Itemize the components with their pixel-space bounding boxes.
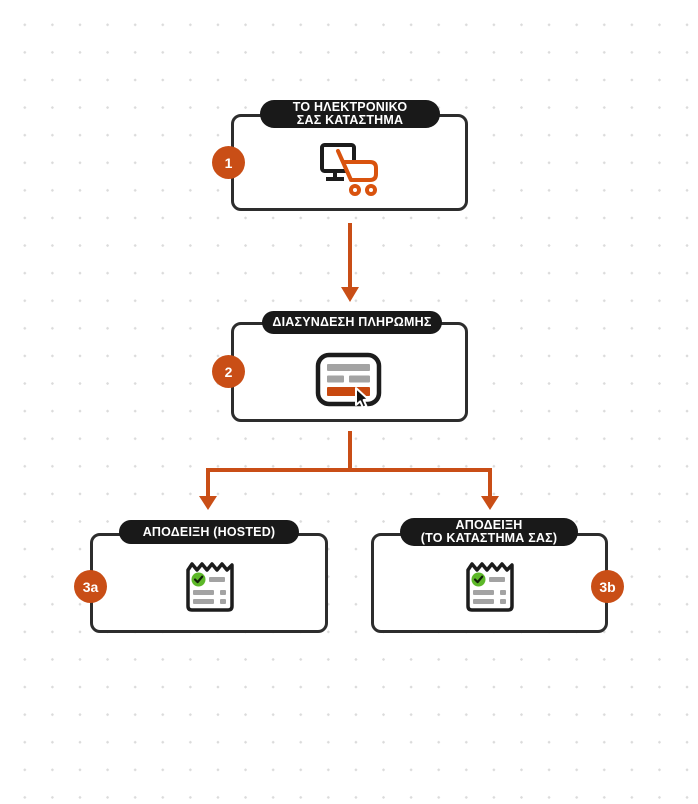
label-line-2: ΣΑΣ ΚΑΤΑΣΤΗΜΑ: [296, 113, 404, 127]
label-line-2: (ΤΟ ΚΑΤΑΣΤΗΜΑ ΣΑΣ): [420, 531, 558, 545]
node-online-store-label: ΤΟ ΗΛΕΚΤΡΟΝΙΚΟ ΣΑΣ ΚΑΤΑΣΤΗΜΑ: [260, 100, 440, 128]
step-badge-3a: 3a: [74, 570, 107, 603]
arrowhead-step2: [341, 287, 359, 302]
arrowhead-step3a: [199, 496, 217, 510]
step-badge-3b: 3b: [591, 570, 624, 603]
node-receipt-your-store-label: ΑΠΟΔΕΙΞΗ (ΤΟ ΚΑΤΑΣΤΗΜΑ ΣΑΣ): [400, 518, 578, 546]
arrowhead-step3b: [481, 496, 499, 510]
payment-form-cursor-icon: [315, 352, 382, 409]
label-line-1: ΔΙΑΣΥΝΔΕΣΗ ΠΛΗΡΩΜΗΣ: [272, 315, 432, 329]
receipt-check-icon: [186, 562, 234, 612]
step-badge-1: 1: [212, 146, 245, 179]
step-badge-2: 2: [212, 355, 245, 388]
node-payment-gateway-label: ΔΙΑΣΥΝΔΕΣΗ ΠΛΗΡΩΜΗΣ: [262, 311, 442, 334]
monitor-shopping-cart-icon: [320, 143, 378, 196]
label-line-1: ΑΠΟΔΕΙΞΗ: [455, 518, 523, 532]
receipt-check-icon: [466, 562, 514, 612]
node-receipt-hosted-label: ΑΠΟΔΕΙΞΗ (HOSTED): [119, 520, 299, 544]
label-line-1: ΑΠΟΔΕΙΞΗ (HOSTED): [142, 524, 276, 539]
label-line-1: ΤΟ ΗΛΕΚΤΡΟΝΙΚΟ: [292, 100, 408, 114]
